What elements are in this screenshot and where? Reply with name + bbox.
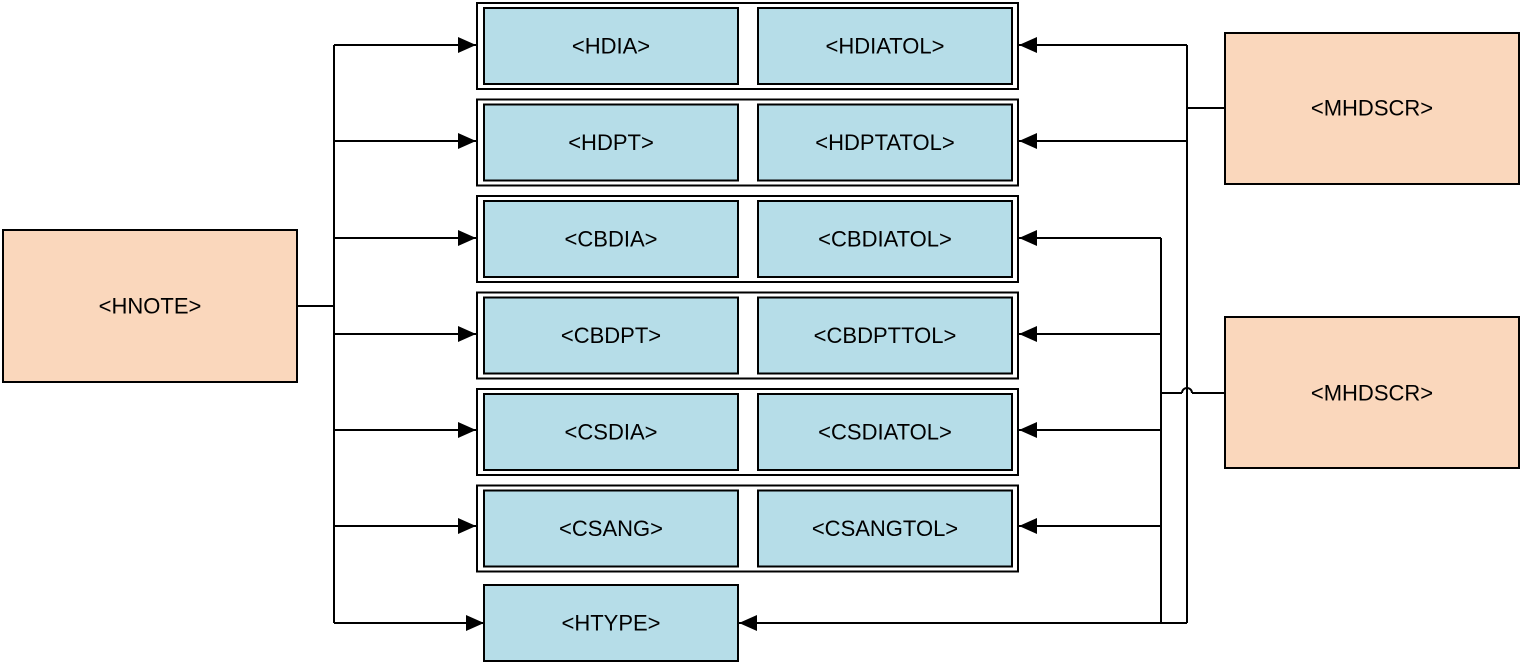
tolerance-box <box>757 296 1013 375</box>
field-box <box>483 103 739 182</box>
field-pair-row: <CBDIA> <CBDIATOL> <box>476 195 1019 283</box>
field-pair-row: <HDIA> <HDIATOL> <box>476 2 1019 90</box>
tolerance-box <box>757 393 1013 471</box>
tolerance-label: <HDPTATOL> <box>815 130 954 155</box>
tolerance-box <box>757 103 1013 182</box>
field-box <box>483 393 739 471</box>
tolerance-label: <HDIATOL> <box>825 34 944 59</box>
hnote-node: <HNOTE> <box>2 229 298 383</box>
tolerance-box <box>757 489 1013 568</box>
field-label: <CBDIA> <box>565 227 658 252</box>
field-pair-row: <CSDIA> <CSDIATOL> <box>476 388 1019 476</box>
field-pair-row: <HDPT> <HDPTATOL> <box>476 98 1019 187</box>
mhdscr-label-2: <MHDSCR> <box>1311 381 1433 406</box>
field-box <box>483 296 739 375</box>
line-crossover-hop <box>1181 387 1193 394</box>
field-pair-rows: <HDIA><HDIATOL><HDPT><HDPTATOL><CBDIA><C… <box>476 2 1019 573</box>
mhdscr-node-2: <MHDSCR> <box>1224 316 1520 469</box>
tolerance-label: <CBDPTTOL> <box>814 323 957 348</box>
field-label: <HDIA> <box>572 34 650 59</box>
tolerance-box <box>757 7 1013 85</box>
mhdscr-label-1: <MHDSCR> <box>1311 96 1433 121</box>
tolerance-label: <CSANGTOL> <box>812 516 958 541</box>
field-pair-row: <CBDPT> <CBDPTTOL> <box>476 291 1019 380</box>
field-box <box>483 7 739 85</box>
connector-lines <box>297 37 1224 631</box>
field-label: <HDPT> <box>568 130 654 155</box>
field-label: <CBDPT> <box>561 323 661 348</box>
htype-label: <HTYPE> <box>561 611 660 636</box>
field-label: <CSDIA> <box>565 420 658 445</box>
hnote-label: <HNOTE> <box>99 294 202 319</box>
field-box <box>483 489 739 568</box>
tolerance-box <box>757 200 1013 278</box>
field-box <box>483 200 739 278</box>
field-label: <CSANG> <box>559 516 663 541</box>
mhdscr-node-1: <MHDSCR> <box>1224 32 1520 185</box>
tolerance-label: <CSDIATOL> <box>818 420 952 445</box>
htype-node: <HTYPE> <box>483 584 739 662</box>
field-pair-row: <CSANG> <CSANGTOL> <box>476 484 1019 573</box>
tolerance-label: <CBDIATOL> <box>818 227 952 252</box>
